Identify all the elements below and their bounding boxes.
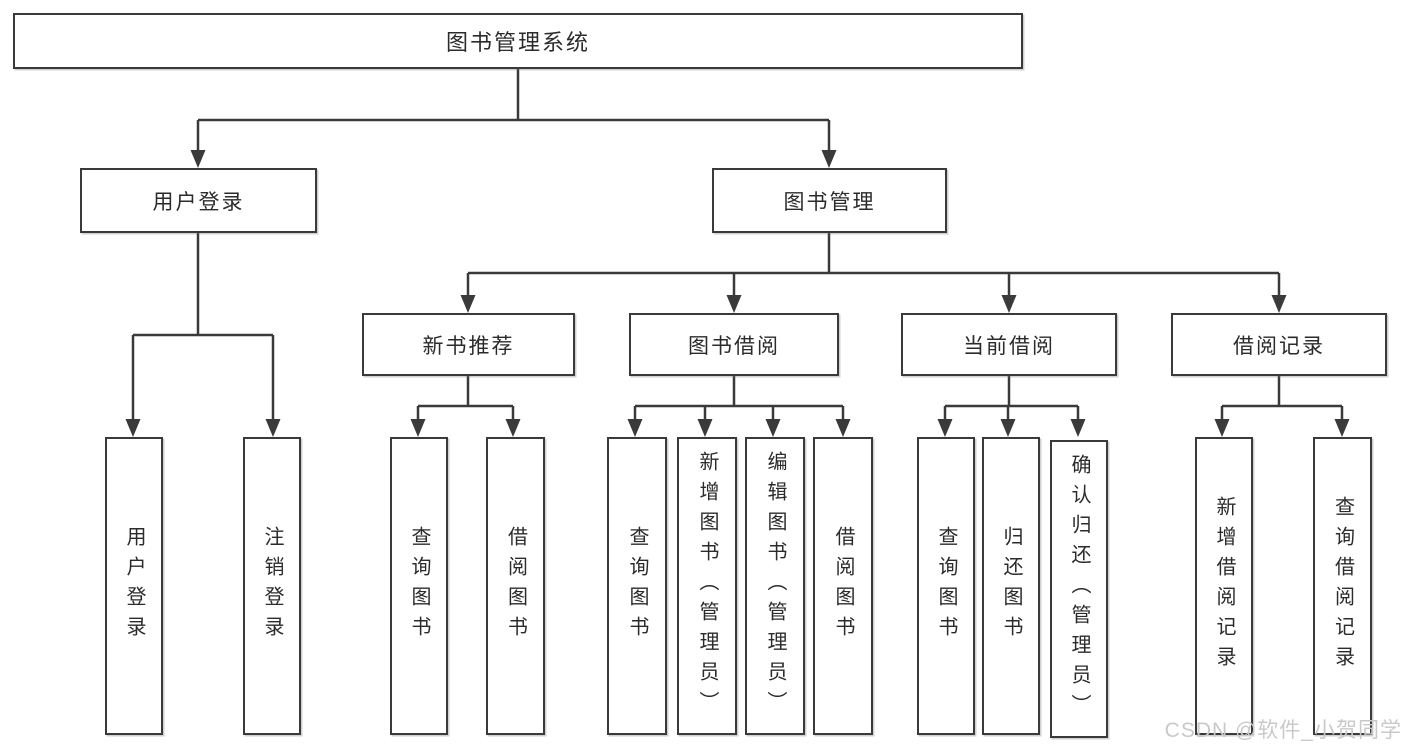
- leaf-query-books-borrowing: 查询图书: [607, 437, 667, 735]
- leaf-query-books-recommendation: 查询图书: [390, 437, 448, 735]
- node-borrowing-records: 借阅记录: [1171, 313, 1387, 376]
- csdn-watermark: CSDN @软件_小贺同学: [1164, 719, 1402, 742]
- node-user-login: 用户登录: [80, 168, 317, 233]
- leaf-borrow-books-recommendation: 借阅图书: [486, 437, 545, 735]
- node-new-book-recommendation: 新书推荐: [362, 313, 575, 376]
- node-library-management-system: 图书管理系统: [13, 13, 1023, 69]
- leaf-edit-books-admin: 编辑图书（管理员）: [745, 437, 805, 735]
- leaf-query-books-current: 查询图书: [917, 437, 975, 735]
- node-book-management: 图书管理: [712, 168, 947, 233]
- leaf-add-books-admin: 新增图书（管理员）: [677, 437, 737, 735]
- leaf-logout: 注销登录: [243, 437, 301, 735]
- node-book-borrowing: 图书借阅: [629, 313, 839, 376]
- leaf-return-books: 归还图书: [982, 437, 1040, 735]
- node-current-borrowing: 当前借阅: [901, 313, 1117, 376]
- leaf-query-borrow-record: 查询借阅记录: [1313, 437, 1372, 735]
- leaf-confirm-return-admin: 确认归还（管理员）: [1050, 440, 1108, 738]
- leaf-user-login: 用户登录: [105, 437, 163, 735]
- leaf-add-borrow-record: 新增借阅记录: [1195, 437, 1253, 735]
- leaf-borrow-books: 借阅图书: [813, 437, 873, 735]
